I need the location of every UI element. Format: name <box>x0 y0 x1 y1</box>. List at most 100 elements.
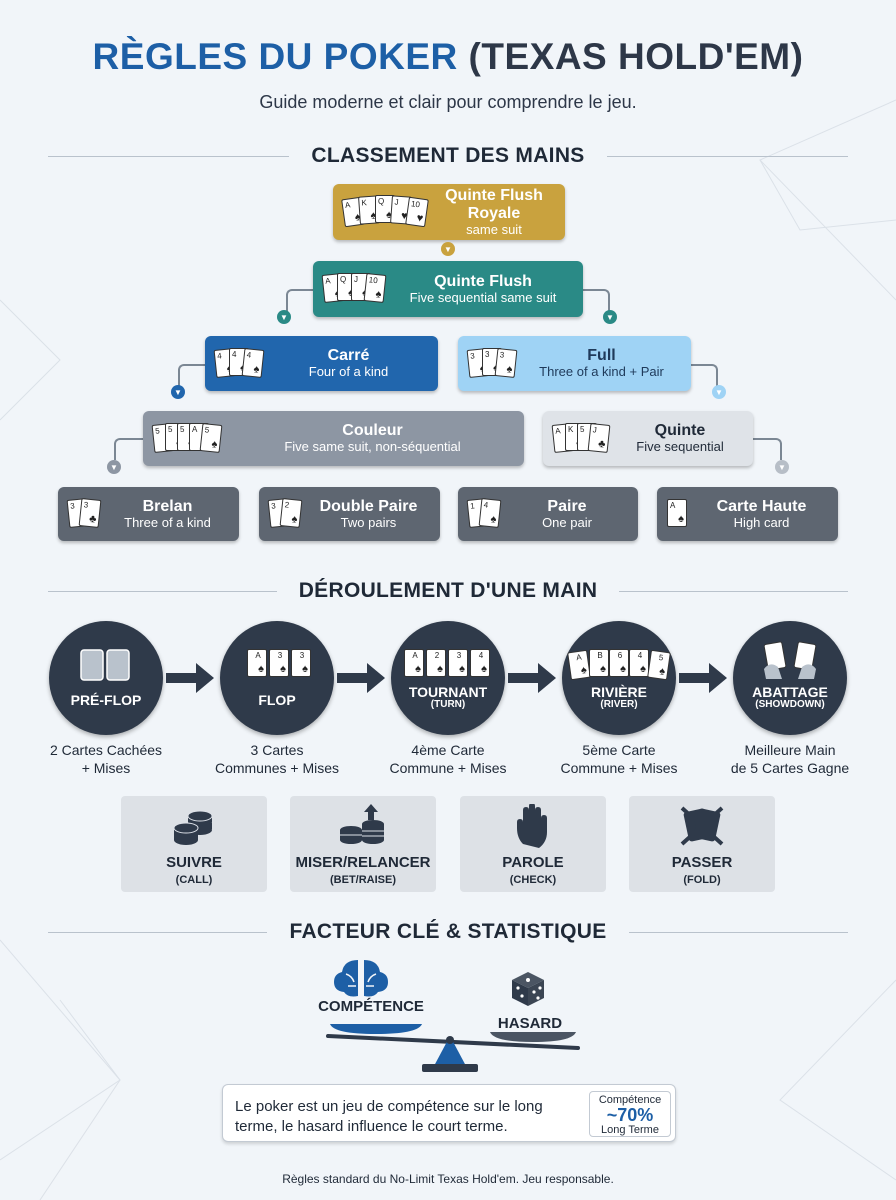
chevron-down-icon: ▼ <box>712 385 726 399</box>
action-call: SUIVRE (CALL) <box>121 796 267 892</box>
hand-text: Quinte Flush Five sequential same suit <box>409 272 557 305</box>
playing-card: 3♣ <box>78 498 102 528</box>
cards-icon: 3♠ 3♠ 3♠ <box>466 347 522 381</box>
stat-box: Compétence ~70% Long Terme <box>589 1091 671 1137</box>
chevron-down-icon: ▼ <box>277 310 291 324</box>
showdown-hands-icon <box>763 641 817 679</box>
cards-icon: A♠ 2♠ 3♠ 4♠ <box>404 649 494 681</box>
section-header-flow: DÉROULEMENT D'UNE MAIN <box>48 576 848 606</box>
title-main: RÈGLES DU POKER <box>92 36 458 77</box>
hidden-cards-icon <box>80 649 130 681</box>
playing-card: 2♠ <box>426 649 446 677</box>
playing-card: J♣ <box>587 422 611 453</box>
section-title: CLASSEMENT DES MAINS <box>311 144 585 167</box>
hand-text: Quinte Flush Royale same suit <box>445 186 543 237</box>
hand-text: Carré Four of a kind <box>308 347 389 380</box>
playing-card: 5♠ <box>199 422 223 453</box>
step-description: 2 Cartes Cachées+ Mises <box>49 742 163 776</box>
playing-card: 4♠ <box>478 498 502 528</box>
cards-icon: A♠ <box>667 497 695 531</box>
chevron-down-icon: ▼ <box>171 385 185 399</box>
connector <box>752 438 782 460</box>
playing-card: 6♠ <box>609 649 629 677</box>
connector <box>690 364 718 386</box>
playing-card: 2♠ <box>279 498 303 528</box>
hand-three-of-a-kind: 3♠ 3♣ Brelan Three of a kind <box>58 487 239 541</box>
section-divider <box>619 590 848 592</box>
chips-icon <box>173 810 213 845</box>
title-sub: (TEXAS HOLD'EM) <box>468 36 804 77</box>
playing-card: B♠ <box>589 649 609 677</box>
section-header-factor: FACTEUR CLÉ & STATISTIQUE <box>48 917 848 947</box>
dice-icon <box>512 972 544 1006</box>
playing-card: 3♠ <box>269 649 289 677</box>
playing-card: 4♠ <box>629 649 649 677</box>
cards-icon: 5♠ 5♠ 5♠ A♠ 5♠ <box>151 422 231 456</box>
playing-card: 3♠ <box>448 649 468 677</box>
connector <box>114 438 144 460</box>
fold-icon <box>680 806 724 846</box>
action-bet-raise: MISER/RELANCER (BET/RAISE) <box>290 796 436 892</box>
skill-label: COMPÉTENCE <box>318 998 424 1015</box>
hand-text: Double Paire Two pairs <box>319 497 418 530</box>
hand-text: Quinte Five sequential <box>636 422 724 455</box>
arrow-right-icon <box>679 663 727 693</box>
hand-pair: 1 4♠ Paire One pair <box>458 487 638 541</box>
playing-card: Q♠ <box>375 195 395 223</box>
cards-icon: 1 4♠ <box>466 497 506 531</box>
step-river: A♠ B♠ 6♠ 4♠ 5♠ RIVIÈRE(RIVER) <box>562 621 676 735</box>
playing-card: 3♠ <box>494 347 518 378</box>
hand-flush: 5♠ 5♠ 5♠ A♠ 5♠ Couleur Five same suit, n… <box>143 411 524 466</box>
hand-straight-flush: A♠ Q♠ J♠ 10♠ Quinte Flush Five sequentia… <box>313 261 583 317</box>
hand-text: Couleur Five same suit, non-séquential <box>284 422 461 455</box>
chevron-down-icon: ▼ <box>603 310 617 324</box>
cards-icon: A♠ B♠ 6♠ 4♠ 5♠ <box>567 649 671 681</box>
hand-four-of-a-kind: 4♠ 4♠ 4♠ Carré Four of a kind <box>205 336 438 391</box>
hand-royal-flush: A♠ K♠ Q♠ J♥ 10♥ Quinte Flush Royale same… <box>333 184 565 240</box>
hand-straight: A♠ K♠ 5♠ J♣ Quinte Five sequential <box>543 411 753 466</box>
action-fold: PASSER (FOLD) <box>629 796 775 892</box>
hand-icon <box>517 804 547 848</box>
cards-icon: A♠ K♠ 5♠ J♣ <box>551 422 617 456</box>
page-title: RÈGLES DU POKER (TEXAS HOLD'EM) <box>0 36 896 78</box>
connector <box>178 364 206 386</box>
section-divider <box>48 931 268 933</box>
playing-card: A♠ <box>247 649 267 677</box>
section-header-rankings: CLASSEMENT DES MAINS <box>48 141 848 171</box>
hand-text: Paire One pair <box>542 497 592 530</box>
step-turn: A♠ 2♠ 3♠ 4♠ TOURNANT(TURN) <box>391 621 505 735</box>
cards-icon: A♠ 3♠ 3♠ <box>247 649 317 681</box>
chance-label: HASARD <box>497 1015 563 1032</box>
cards-icon: A♠ K♠ Q♠ J♥ 10♥ <box>341 195 433 229</box>
playing-card: A♠ <box>667 499 687 527</box>
arrow-right-icon <box>337 663 385 693</box>
hand-text: Brelan Three of a kind <box>124 497 211 530</box>
playing-card: 4♠ <box>470 649 490 677</box>
cards-icon: 3♠ 3♣ <box>66 497 106 531</box>
action-check: PAROLE (CHECK) <box>460 796 606 892</box>
section-title: FACTEUR CLÉ & STATISTIQUE <box>289 920 607 943</box>
playing-card: 10♠ <box>363 273 387 303</box>
hand-high-card: A♠ Carte Haute High card <box>657 487 838 541</box>
section-divider <box>606 155 848 157</box>
note-text: Le poker est un jeu de compétence sur le… <box>235 1098 543 1135</box>
hand-text: Carte Haute High card <box>716 497 807 530</box>
playing-card: 3♠ <box>291 649 311 677</box>
chevron-down-icon: ▼ <box>441 242 455 256</box>
hand-text: Full Three of a kind + Pair <box>539 347 664 380</box>
step-showdown: ABATTAGE(SHOWDOWN) <box>733 621 847 735</box>
playing-card: A♠ <box>404 649 424 677</box>
footer-text: Règles standard du No-Limit Texas Hold'e… <box>282 1172 614 1186</box>
cards-icon: A♠ Q♠ J♠ 10♠ <box>321 272 393 306</box>
step-flop: A♠ 3♠ 3♠ FLOP <box>220 621 334 735</box>
playing-card: 5♠ <box>647 649 671 681</box>
step-pre-flop: PRÉ-FLOP <box>49 621 163 735</box>
playing-card: 10♥ <box>405 196 429 228</box>
connector <box>582 289 610 313</box>
chips-up-icon <box>340 804 384 844</box>
hand-full-house: 3♠ 3♠ 3♠ Full Three of a kind + Pair <box>458 336 691 391</box>
